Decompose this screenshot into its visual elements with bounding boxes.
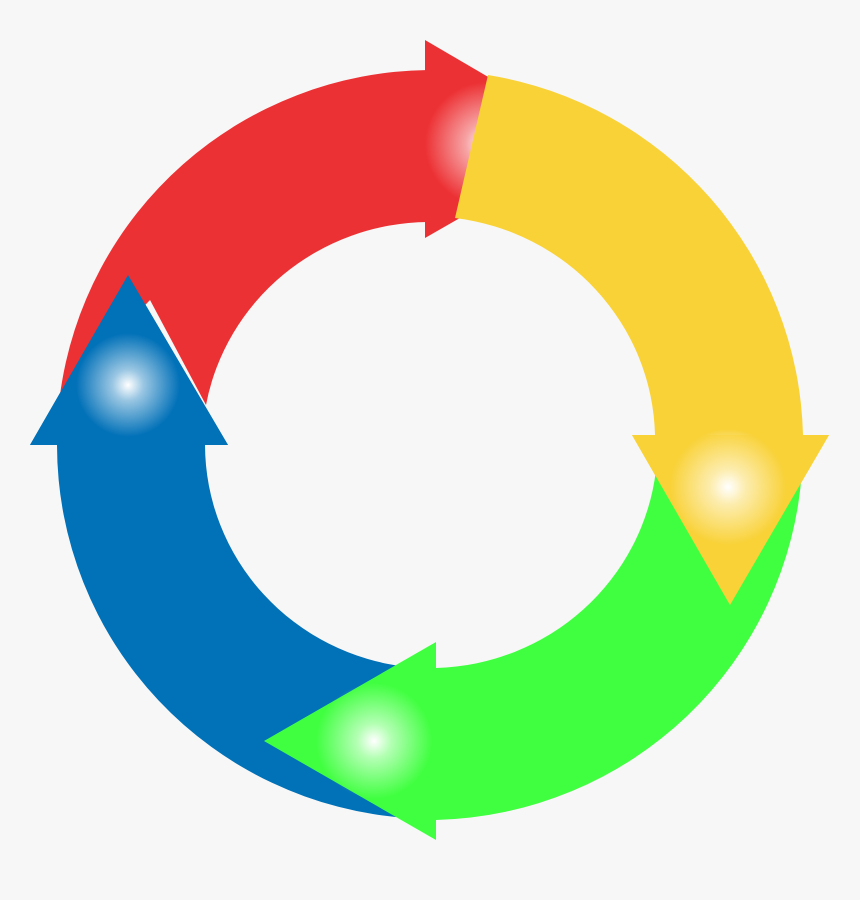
blue-arrow-glow-overlay	[76, 333, 180, 437]
red-arrow-body	[60, 70, 428, 405]
green-arrow-glow	[316, 683, 432, 799]
yellow-arrow-glow-overlay	[670, 429, 786, 545]
yellow-arrow-body	[455, 75, 803, 435]
